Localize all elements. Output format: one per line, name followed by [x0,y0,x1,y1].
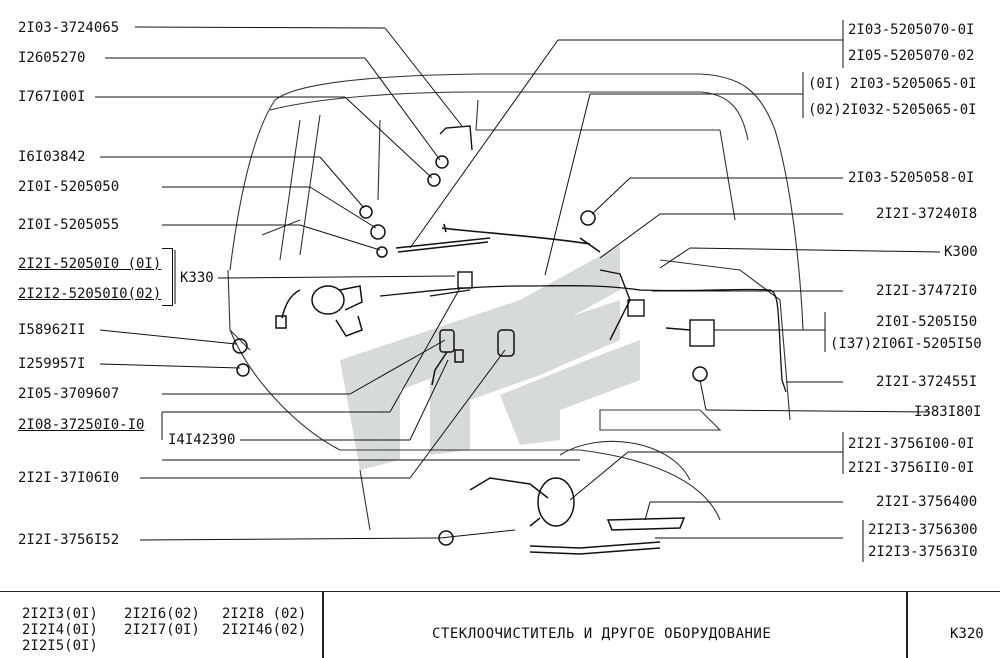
model-code: 2I2I8 (02) [222,606,307,622]
part-label: 2I2I3-3756300 [868,522,978,538]
part-label: I383I80I [914,404,982,420]
page-title: СТЕКЛООЧИСТИТЕЛЬ И ДРУГОЕ ОБОРУДОВАНИЕ [432,626,772,642]
model-code: 2I2I46(02) [222,622,307,638]
part-label: 2I2I-37I06I0 [18,470,120,486]
washer-pump [431,329,515,386]
part-label: 2I2I-37240I8 [876,206,978,222]
model-code: 2I2I5(0I) [22,638,98,654]
bracket [439,125,715,347]
part-label: 2I05-3709607 [18,386,120,402]
title-block: 2I2I3(0I) 2I2I6(02) 2I2I8 (02) 2I2I4(0I)… [0,591,1000,658]
parts-drawing [95,20,941,562]
part-label: 2I05-5205070-02 [848,48,975,64]
part-label: (02)2I032-5205065-0I [808,102,977,118]
group-bracket [162,305,172,306]
part-label: I4I42390 [168,432,236,448]
model-code: 2I2I7(0I) [124,622,200,638]
vehicle-outline [227,73,804,531]
reference-label: К330 [180,270,214,286]
part-label: 2I2I-3756I00-0I [848,436,975,452]
part-label: 2I2I-3756400 [876,494,978,510]
part-label: 2I0I-5205050 [18,179,120,195]
wiper-motor [275,285,363,337]
part-label: 2I2I-52050I0 (0I) [18,256,162,272]
leader-lines [95,20,941,562]
divider [322,592,324,658]
watermark-logo [340,245,640,470]
part-label: 2I2I2-52050I0(02) [18,286,162,302]
model-code: 2I2I3(0I) [22,606,98,622]
part-label: 2I2I-3756II0-0I [848,460,975,476]
divider [906,592,908,658]
reference-label: К300 [944,244,978,260]
page-number: К320 [950,626,984,642]
part-label: 2I0I-5205I50 [876,314,978,330]
part-label: 2I03-5205070-0I [848,22,975,38]
part-label: I2605270 [18,50,86,66]
part-label: 2I03-3724065 [18,20,120,36]
part-label: 2I2I-372455I [876,374,978,390]
part-label: 2I2I3-37563I0 [868,544,978,560]
part-label: 2I08-37250I0-I0 [18,417,145,433]
part-label: 2I0I-5205055 [18,217,120,233]
group-bracket [162,248,172,249]
part-label: I767I00I [18,89,86,105]
group-bracket [172,248,173,306]
wiper-arm-rear [395,223,601,253]
model-code: 2I2I4(0I) [22,622,98,638]
fasteners [232,155,708,546]
part-label: 2I2I-37472I0 [876,283,978,299]
model-code: 2I2I6(02) [124,606,200,622]
part-label: I259957I [18,356,86,372]
part-label: (0I) 2I03-5205065-0I [808,76,977,92]
part-label: (I37)2I06I-5205I50 [830,336,982,352]
part-label: 2I2I-3756I52 [18,532,120,548]
part-label: I6I03842 [18,149,86,165]
headlamp-wiper [469,477,686,555]
part-label: I58962II [18,322,86,338]
part-label: 2I03-5205058-0I [848,170,975,186]
